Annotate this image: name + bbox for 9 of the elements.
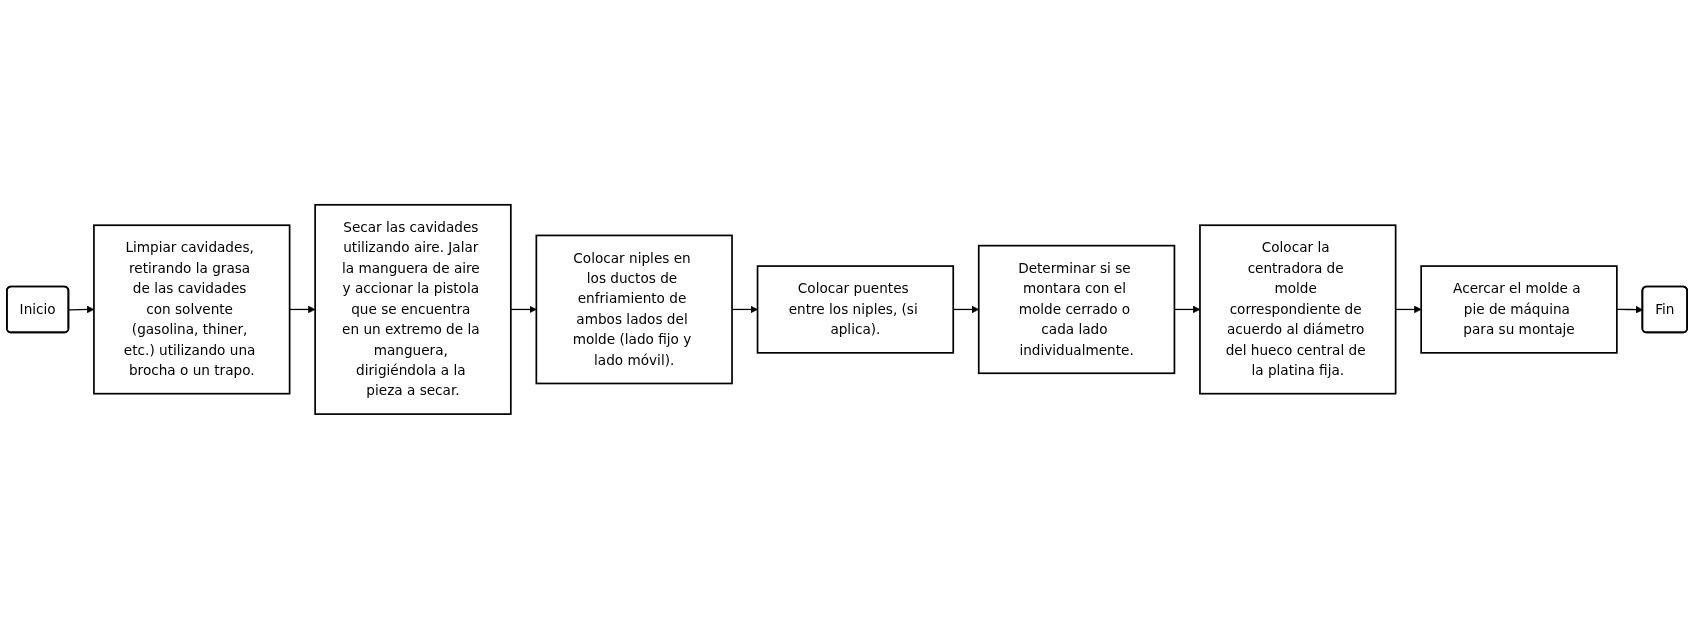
arrow (1395, 305, 1422, 313)
node-box: Acercar el molde a pie de máquina para su montaje (1420, 264, 1618, 354)
node-box: Colocar niples en los ductos de enfriamiento de ambos lados del molde (lado fijo y lado móvil). (535, 234, 733, 384)
node-box: Colocar la centradora de molde correspondiente de acuerdo al diámetro del hueco central de la platina fija. (1199, 223, 1397, 395)
node-box: Secar las cavidades utilizando aire. Jalar la manguera de aire y accionar la pistola que se encuentra en un extremo de la manguera, dirigiéndola a la pieza a secar. (314, 203, 512, 415)
arrow (510, 305, 537, 313)
node-box: Colocar puentes entre los niples, (si aplica). (756, 264, 955, 354)
node-box: Determinar si se montara con el molde cerrado o cada lado individualmente. (977, 244, 1176, 374)
node-box: Limpiar cavidades, retirando la grasa de las cavidades con solvente (gasolina, thiner, etc.) utilizando una brocha o un trapo. (93, 223, 291, 395)
